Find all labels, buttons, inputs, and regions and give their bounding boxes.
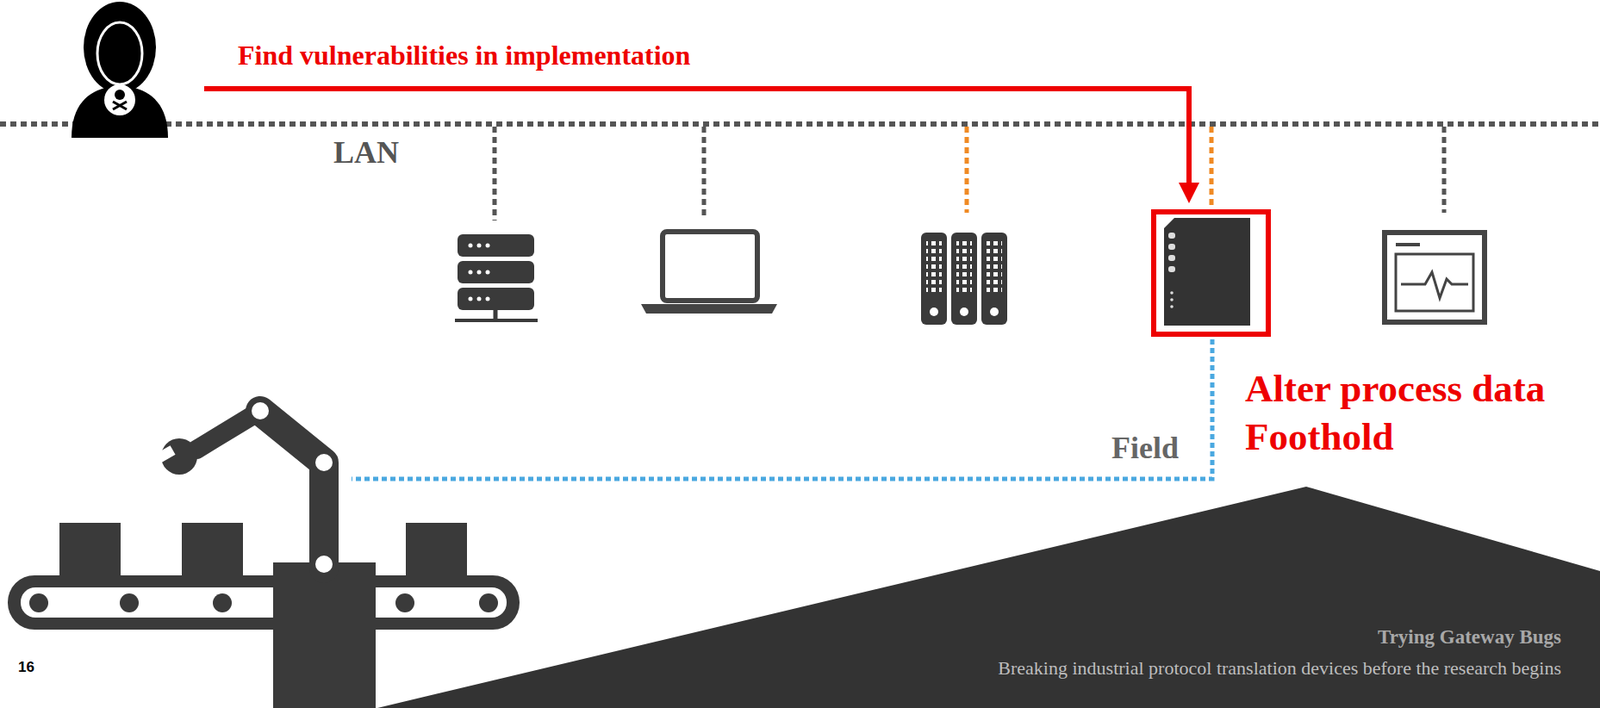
- impact-label: Alter process data: [1245, 367, 1545, 412]
- gateway-icon: [1153, 211, 1269, 335]
- field-bus: [351, 339, 1213, 480]
- slide-number: 16: [18, 659, 35, 677]
- network-label: LAN: [333, 135, 399, 171]
- attack-arrow: [204, 88, 1200, 204]
- conveyor: [7, 522, 520, 630]
- lan-drops: [494, 126, 1445, 221]
- attack-label: Find vulnerabilities in implementation: [237, 39, 691, 72]
- attacker-icon: [71, 1, 169, 138]
- footer-title: Trying Gateway Bugs: [1377, 626, 1562, 649]
- laptop-icon: [641, 231, 778, 314]
- server-icon: [454, 234, 538, 321]
- lan-bus: [0, 121, 1600, 127]
- robot-arm: [153, 402, 376, 708]
- footer-ground: [377, 486, 1600, 708]
- footer-subtitle: Breaking industrial protocol translation…: [997, 657, 1562, 679]
- impact-label: Foothold: [1245, 415, 1395, 461]
- monitor-icon: [1384, 232, 1485, 323]
- rack-icon: [921, 232, 1008, 325]
- network-label: Field: [1108, 430, 1182, 467]
